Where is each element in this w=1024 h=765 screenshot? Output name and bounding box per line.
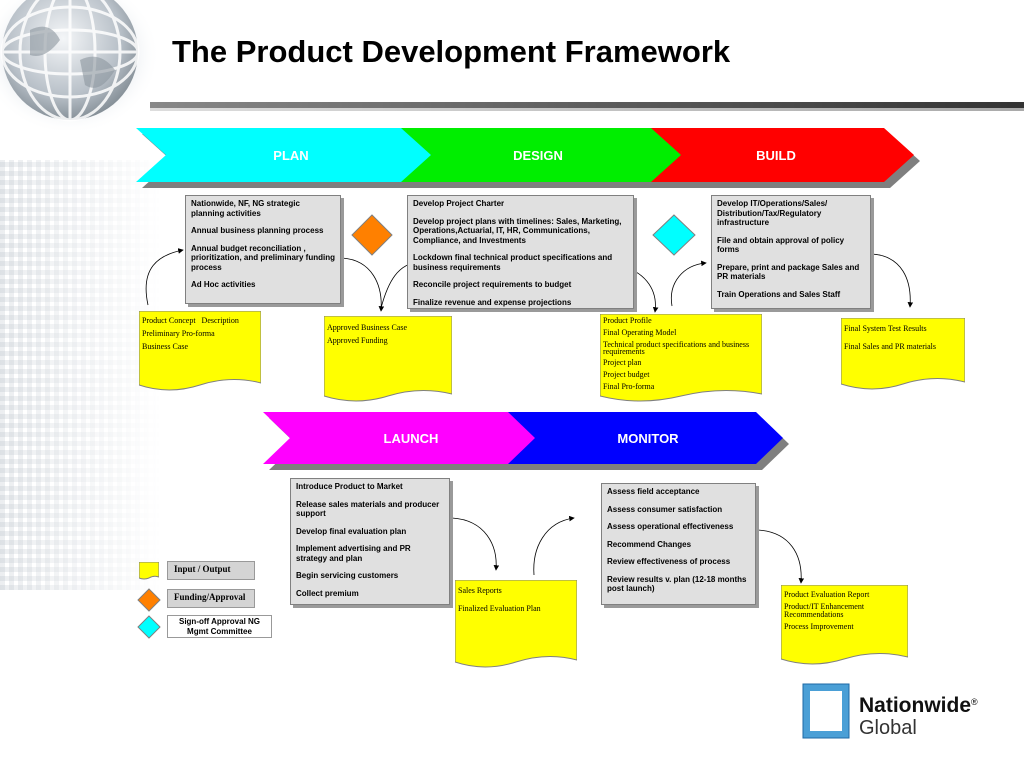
background-grid bbox=[0, 160, 160, 590]
document-shape bbox=[139, 311, 261, 391]
phase-label-design: DESIGN bbox=[513, 148, 563, 163]
arrow-plan-in bbox=[145, 248, 184, 306]
logo-sub: Global bbox=[859, 717, 917, 739]
output-item: Approved Funding bbox=[327, 336, 388, 345]
plan-activities-box: Nationwide, NF, NG strategic planning ac… bbox=[185, 195, 341, 304]
output-item: Business Case bbox=[142, 342, 188, 351]
plan-output-document: Product Concept Description Preliminary … bbox=[139, 311, 261, 393]
monitor-activity: Recommend Changes bbox=[607, 539, 692, 549]
phase-label-monitor: MONITOR bbox=[617, 431, 679, 446]
top-phase-bar: PLAN DESIGN BUILD bbox=[136, 128, 920, 188]
document-shape bbox=[841, 318, 965, 390]
launch-activity: Begin servicing customers bbox=[296, 571, 399, 580]
phase-label-build: BUILD bbox=[756, 148, 796, 163]
phase-arrow-design bbox=[386, 128, 681, 182]
monitor-activities-box: Assess field acceptance Assess consumer … bbox=[601, 483, 756, 605]
legend-signoff-label: Sign-off Approval NG Mgmt Committee bbox=[167, 615, 272, 638]
output-item: Technical product specifications and bus… bbox=[603, 340, 750, 356]
approved-output-document: Approved Business Case Approved Funding bbox=[324, 316, 452, 406]
phase-arrow-launch bbox=[263, 412, 535, 464]
legend-signoff-swatch bbox=[137, 615, 161, 639]
output-item: Product Concept Description bbox=[142, 316, 239, 325]
bottom-phase-bar: LAUNCH MONITOR bbox=[263, 412, 789, 470]
arrow-monitor-out bbox=[757, 529, 805, 584]
design-activity: Lockdown final technical product specifi… bbox=[413, 253, 613, 272]
output-item: Final Pro-forma bbox=[603, 382, 655, 391]
output-item: Final Operating Model bbox=[603, 328, 677, 337]
arrow-launch-out bbox=[451, 517, 500, 571]
launch-activity: Introduce Product to Market bbox=[296, 482, 403, 491]
design-activity: Develop project plans with timelines: Sa… bbox=[413, 216, 622, 245]
arrow-build-in bbox=[670, 260, 707, 307]
build-output-document: Final System Test Results Final Sales an… bbox=[841, 318, 965, 392]
signoff-approval-diamond bbox=[652, 214, 696, 256]
build-activity: Develop IT/Operations/Sales/ Distributio… bbox=[717, 199, 828, 227]
logo-name: Nationwide bbox=[859, 694, 972, 717]
page-title: The Product Development Framework bbox=[172, 34, 731, 69]
output-item: Approved Business Case bbox=[327, 323, 407, 332]
launch-activity: Develop final evaluation plan bbox=[296, 526, 407, 536]
plan-activity: Ad Hoc activities bbox=[191, 280, 256, 289]
build-activity: Prepare, print and package Sales and PR … bbox=[717, 262, 860, 282]
title-divider bbox=[150, 102, 1024, 108]
phase-arrow-plan bbox=[136, 128, 431, 182]
legend-input-output-label: Input / Output bbox=[167, 561, 255, 580]
build-activities-box: Develop IT/Operations/Sales/ Distributio… bbox=[711, 195, 871, 309]
legend-funding-swatch bbox=[137, 588, 161, 612]
design-activity: Reconcile project requirements to budget bbox=[413, 280, 572, 289]
output-item: Product Profile bbox=[603, 316, 652, 325]
build-activity: Train Operations and Sales Staff bbox=[717, 289, 841, 299]
phase-label-plan: PLAN bbox=[273, 148, 308, 163]
monitor-activity: Review effectiveness of process bbox=[607, 557, 731, 566]
legend-input-output-swatch bbox=[138, 561, 160, 580]
nationwide-logo-wordmark: Nationwide® bbox=[859, 694, 978, 718]
legend-funding-label: Funding/Approval bbox=[167, 589, 255, 608]
arrow-monitor-in bbox=[533, 515, 575, 576]
monitor-activity: Assess operational effectiveness bbox=[607, 522, 734, 531]
launch-activities-box: Introduce Product to Market Release sale… bbox=[290, 478, 450, 605]
arrow-plan-out bbox=[341, 257, 385, 312]
launch-activity: Release sales materials and producer sup… bbox=[296, 499, 440, 519]
launch-activity: Collect premium bbox=[296, 588, 359, 598]
output-item: Project plan bbox=[603, 358, 642, 367]
design-activity: Finalize revenue and expense projections bbox=[413, 297, 572, 307]
output-item: Product Evaluation Report bbox=[784, 590, 870, 599]
document-shape bbox=[781, 585, 908, 665]
design-output-document: Product Profile Final Operating Model Te… bbox=[600, 314, 762, 404]
phase-arrow-monitor bbox=[506, 412, 783, 464]
output-item: Final Sales and PR materials bbox=[844, 342, 936, 351]
plan-activity: Annual business planning process bbox=[191, 226, 324, 235]
plan-activity: Annual budget reconciliation , prioritiz… bbox=[191, 243, 336, 272]
output-item: Sales Reports bbox=[458, 586, 502, 595]
phase-label-launch: LAUNCH bbox=[384, 431, 439, 446]
phase-arrow-build bbox=[636, 128, 914, 182]
plan-activity: Nationwide, NF, NG strategic planning ac… bbox=[191, 199, 300, 218]
document-shape bbox=[455, 580, 577, 668]
monitor-activity: Assess field acceptance bbox=[607, 487, 700, 496]
monitor-activity: Assess consumer satisfaction bbox=[607, 504, 723, 514]
nationwide-logo-mark bbox=[802, 683, 850, 739]
build-activity: File and obtain approval of policy forms bbox=[717, 235, 845, 255]
monitor-activity: Review results v. plan (12-18 months pos… bbox=[607, 574, 747, 594]
globe-image bbox=[0, 0, 160, 130]
design-activities-box: Develop Project Charter Develop project … bbox=[407, 195, 634, 309]
document-shape bbox=[600, 314, 762, 402]
launch-activity: Implement advertising and PR strategy an… bbox=[296, 544, 411, 563]
funding-approval-diamond bbox=[351, 214, 393, 256]
launch-output-document: Sales Reports Finalized Evaluation Plan bbox=[455, 580, 577, 670]
output-item: Product/IT Enhancement Recommendations bbox=[784, 602, 865, 619]
monitor-output-document: Product Evaluation Report Product/IT Enh… bbox=[781, 585, 908, 667]
output-item: Preliminary Pro-forma bbox=[142, 329, 215, 338]
output-item: Final System Test Results bbox=[844, 324, 927, 333]
document-shape bbox=[324, 316, 452, 402]
output-item: Finalized Evaluation Plan bbox=[458, 604, 541, 613]
arrow-build-out bbox=[871, 253, 914, 308]
title-divider-highlight bbox=[150, 108, 1024, 111]
design-activity: Develop Project Charter bbox=[413, 199, 505, 208]
output-item: Process Improvement bbox=[784, 622, 854, 631]
output-item: Project budget bbox=[603, 370, 650, 379]
logo-registered-mark: ® bbox=[971, 697, 978, 707]
